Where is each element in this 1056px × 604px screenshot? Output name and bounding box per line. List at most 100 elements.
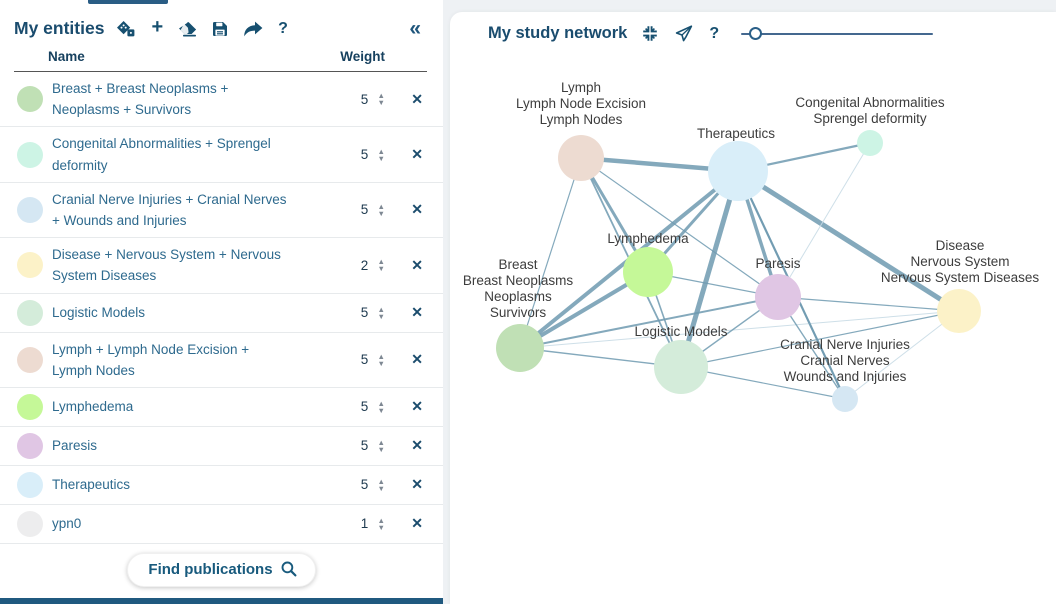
network-edge	[736, 168, 961, 314]
remove-entity-button[interactable]: ✕	[411, 398, 423, 415]
entity-name: Lymphedema	[52, 399, 134, 415]
weight-stepper[interactable]: ▲ ▼	[375, 257, 387, 274]
weight-stepper[interactable]: ▲ ▼	[375, 398, 387, 415]
network-node-brea[interactable]	[496, 324, 544, 372]
entity-color-dot	[17, 471, 43, 498]
network-node-lyed[interactable]	[623, 247, 673, 297]
remove-entity-button[interactable]: ✕	[411, 304, 423, 320]
remove-entity-button[interactable]: ✕	[411, 146, 423, 163]
network-node-label: Paresis	[755, 256, 800, 271]
weight-decrement-button[interactable]: ▼	[377, 522, 385, 532]
panel-title: My entities	[14, 18, 105, 38]
weight-stepper[interactable]: ▲ ▼	[375, 437, 387, 454]
network-edge	[519, 310, 960, 349]
remove-entity-button[interactable]: ✕	[411, 90, 423, 107]
weight-stepper[interactable]: ▲ ▼	[375, 304, 387, 321]
help-icon-network[interactable]: ?	[709, 24, 720, 42]
weight-decrement-button[interactable]: ▼	[377, 98, 385, 108]
entities-panel-header: My entities +	[0, 0, 443, 43]
weight-increment-button[interactable]: ▲	[377, 476, 385, 486]
weight-decrement-button[interactable]: ▼	[377, 208, 385, 218]
find-publications-button[interactable]: Find publications	[127, 552, 316, 587]
paper-plane-icon[interactable]	[675, 25, 693, 42]
weight-decrement-button[interactable]: ▼	[377, 153, 385, 163]
entity-name: Breast + Breast Neoplasms + Neoplasms + …	[52, 81, 229, 118]
weight-decrement-button[interactable]: ▼	[377, 311, 385, 321]
weight-increment-button[interactable]: ▲	[377, 201, 385, 211]
network-node-label: Logistic Models	[634, 324, 727, 339]
collapse-panel-icon[interactable]: «	[409, 17, 421, 40]
weight-stepper[interactable]: ▲ ▼	[375, 515, 387, 532]
weight-decrement-button[interactable]: ▼	[377, 483, 385, 493]
save-icon[interactable]	[212, 21, 228, 37]
weight-value: 5	[360, 352, 369, 368]
compress-icon[interactable]	[641, 25, 659, 42]
entity-name: ypn0	[52, 516, 82, 532]
slider-handle[interactable]	[748, 26, 762, 40]
study-network-card: My study network ? Ly	[450, 12, 1056, 604]
slider-track[interactable]	[741, 32, 934, 35]
node-size-slider[interactable]	[741, 26, 934, 42]
weight-stepper[interactable]: ▲ ▼	[375, 476, 387, 493]
network-node-lymph[interactable]	[558, 135, 604, 181]
weight-increment-button[interactable]: ▲	[377, 304, 385, 314]
entities-panel: My entities +	[0, 0, 443, 604]
weight-stepper[interactable]: ▲ ▼	[375, 201, 387, 218]
network-edge	[519, 296, 779, 349]
weight-decrement-button[interactable]: ▼	[377, 264, 385, 274]
network-node-cong[interactable]	[857, 130, 883, 156]
entity-name: Paresis	[52, 438, 98, 454]
eraser-icon[interactable]	[178, 21, 197, 37]
weight-increment-button[interactable]: ▲	[377, 91, 385, 101]
network-node-label: Lymphedema	[607, 231, 689, 246]
entity-color-dot	[17, 510, 43, 537]
weight-decrement-button[interactable]: ▼	[377, 358, 385, 368]
remove-entity-button[interactable]: ✕	[411, 201, 423, 218]
network-node-dise[interactable]	[937, 289, 981, 333]
network-node-cran[interactable]	[832, 386, 858, 412]
weight-increment-button[interactable]: ▲	[377, 515, 385, 525]
network-edge	[680, 366, 846, 400]
network-node-label: Therapeutics	[697, 126, 775, 141]
remove-entity-button[interactable]: ✕	[411, 351, 423, 368]
weight-increment-button[interactable]: ▲	[377, 351, 385, 361]
entities-table-header: Name Weight	[14, 43, 427, 72]
entity-color-dot	[17, 86, 43, 113]
network-edge	[777, 296, 960, 312]
network-node-ther[interactable]	[708, 141, 768, 201]
weight-decrement-button[interactable]: ▼	[377, 444, 385, 454]
weight-value: 5	[360, 477, 369, 493]
weight-value: 5	[360, 305, 369, 320]
share-icon[interactable]	[243, 21, 263, 37]
remove-entity-button[interactable]: ✕	[411, 437, 423, 454]
add-entity-icon[interactable]: +	[151, 16, 164, 38]
remove-entity-button[interactable]: ✕	[411, 256, 423, 273]
weight-increment-button[interactable]: ▲	[377, 437, 385, 447]
weight-column-header: Weight	[340, 49, 385, 64]
network-node-pare[interactable]	[755, 274, 801, 320]
network-node-logi[interactable]	[654, 340, 708, 394]
weight-increment-button[interactable]: ▲	[377, 257, 385, 267]
active-tab-indicator	[88, 0, 168, 4]
dice-icon[interactable]	[115, 20, 136, 38]
remove-entity-button[interactable]: ✕	[411, 515, 423, 532]
panel-bottom-bar	[0, 598, 443, 604]
weight-stepper[interactable]: ▲ ▼	[375, 146, 387, 163]
find-publications-label: Find publications	[148, 560, 273, 578]
weight-increment-button[interactable]: ▲	[377, 146, 385, 156]
entity-color-dot	[17, 141, 43, 168]
entity-name: Disease + Nervous System + Nervous Syste…	[52, 247, 281, 284]
help-icon[interactable]: ?	[278, 19, 288, 37]
weight-stepper[interactable]: ▲ ▼	[375, 351, 387, 368]
remove-entity-button[interactable]: ✕	[411, 476, 423, 493]
weight-value: 5	[360, 202, 369, 218]
weight-value: 2	[360, 257, 369, 273]
entity-name: Logistic Models	[52, 304, 146, 320]
weight-decrement-button[interactable]: ▼	[377, 405, 385, 415]
weight-increment-button[interactable]: ▲	[377, 398, 385, 408]
weight-stepper[interactable]: ▲ ▼	[375, 91, 387, 108]
entity-row: ypn0 1 ▲ ▼ ✕	[0, 505, 443, 544]
